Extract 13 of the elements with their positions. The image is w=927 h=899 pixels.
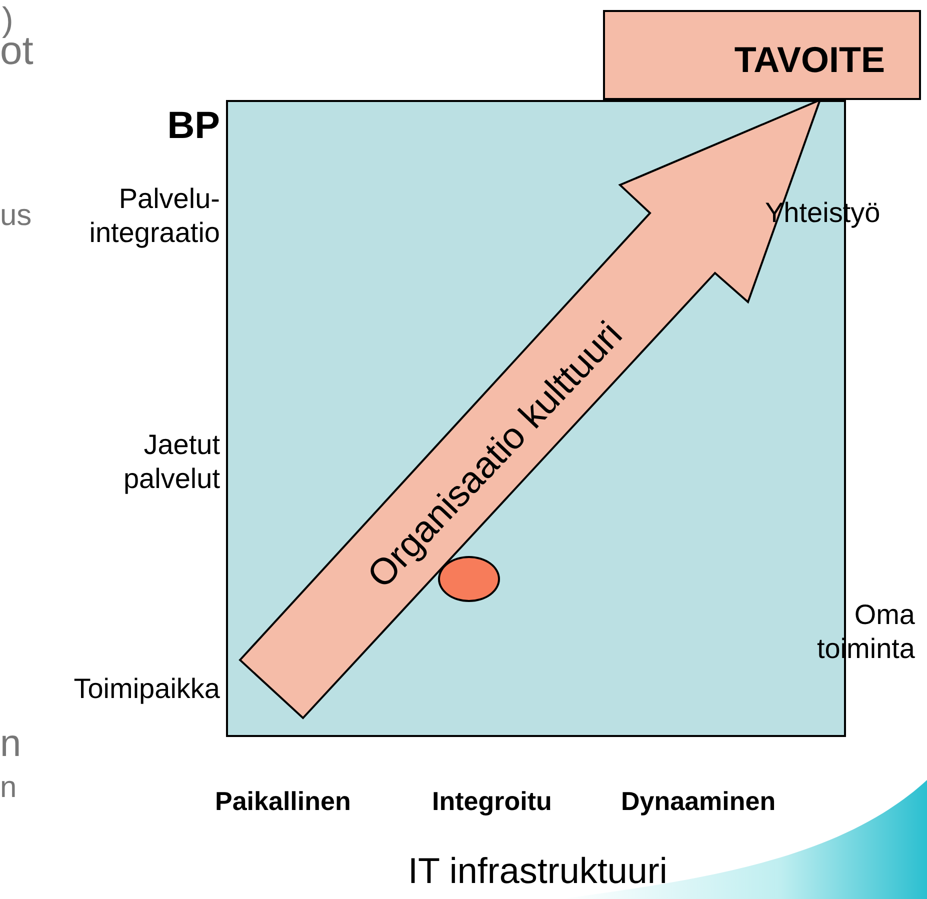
axis-label: Jaetut palvelut — [122, 428, 220, 496]
axis-label: Toimipaikka — [74, 672, 220, 706]
axis-label: Palvelu- integraatio — [88, 182, 220, 250]
axis-label: Dynaaminen — [621, 785, 776, 817]
axis-title: BP — [167, 104, 220, 148]
axis-title: IT infrastruktuuri — [408, 850, 668, 892]
text-fragment: us — [0, 198, 32, 234]
goal-box — [603, 10, 921, 100]
text-fragment: n — [0, 770, 17, 806]
goal-label: TAVOITE — [734, 40, 885, 80]
axis-label: Paikallinen — [215, 785, 351, 817]
axis-label: Integroitu — [432, 785, 552, 817]
text-fragment: n — [0, 722, 22, 766]
